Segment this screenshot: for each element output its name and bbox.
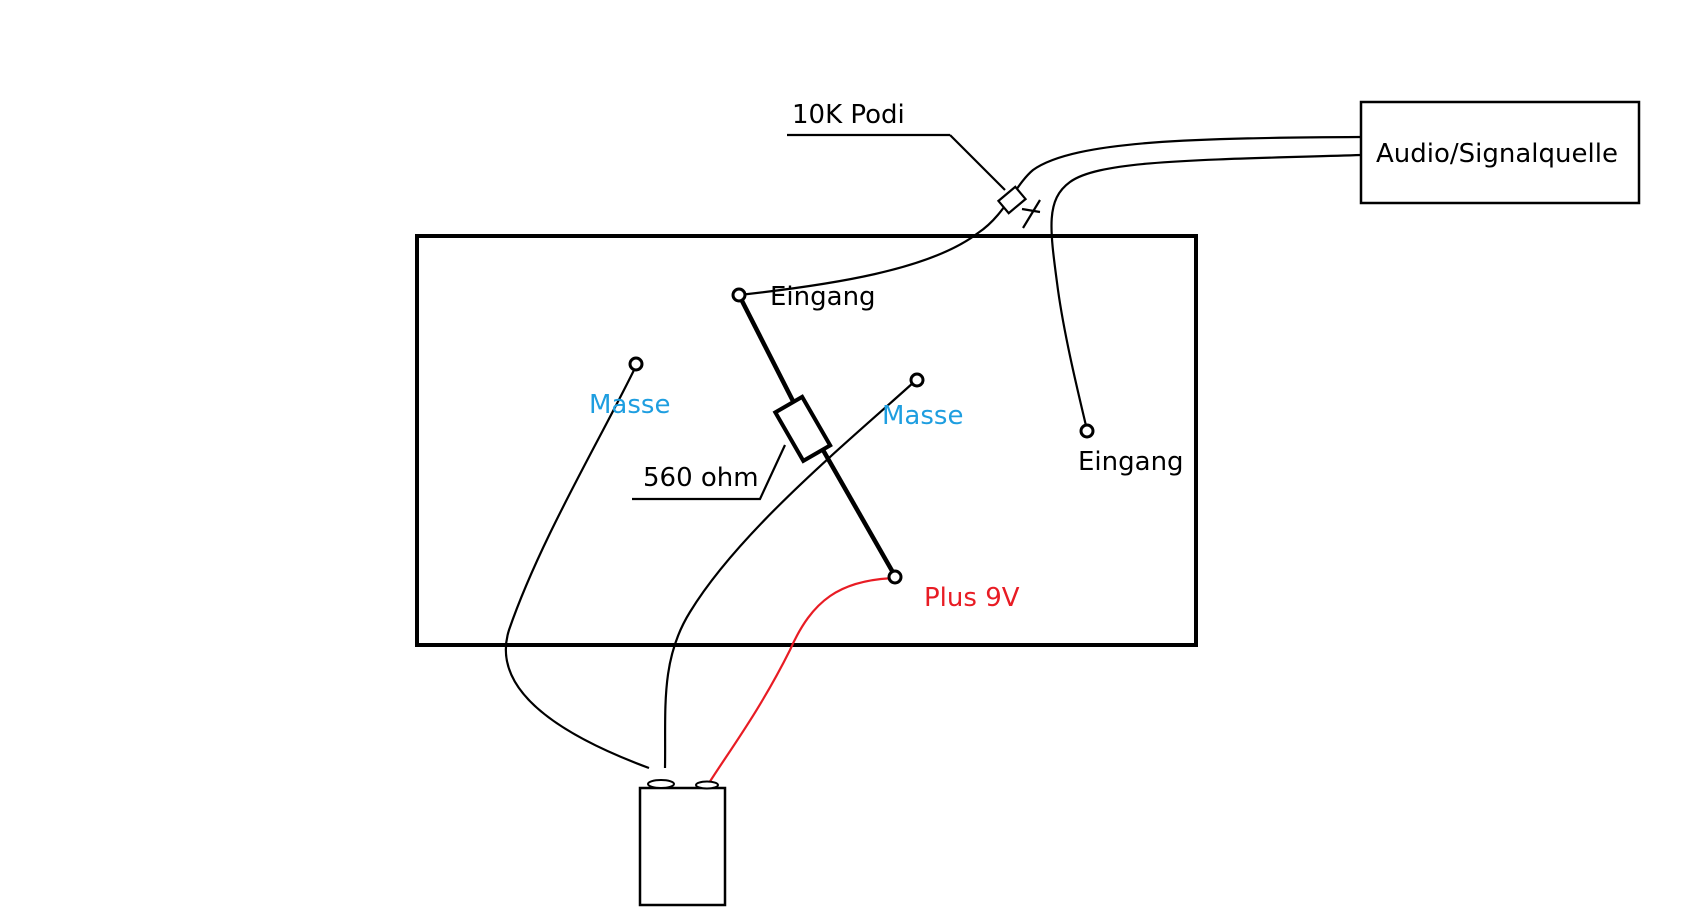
return-wire	[1050, 153, 1362, 431]
plus-wire	[708, 576, 896, 784]
audio-source-label: Audio/Signalquelle	[1376, 139, 1618, 169]
input-terminal-right	[1079, 423, 1095, 439]
resistor-leg-bottom	[821, 448, 897, 578]
input-terminal-left	[731, 287, 747, 303]
potentiometer-symbol	[787, 133, 1041, 229]
plus-terminal	[887, 569, 903, 585]
ground-terminal-left	[628, 356, 644, 372]
input-label-left: Eingang	[770, 282, 876, 312]
battery-terminal-negative	[647, 779, 675, 789]
resistor-leg-top	[736, 293, 798, 407]
resistor-label: 560 ohm	[643, 463, 759, 493]
signal-wire	[738, 135, 1362, 297]
ground-terminal-right	[909, 372, 925, 388]
resistor-body	[772, 394, 833, 464]
ground-wire-left	[504, 365, 650, 770]
ground-label-left: Masse	[589, 390, 670, 420]
resistor-label-leader	[632, 444, 786, 501]
circuit-board	[415, 234, 1198, 647]
input-label-right: Eingang	[1078, 447, 1184, 477]
ground-label-right: Masse	[882, 401, 963, 431]
battery-terminal-positive	[695, 780, 719, 790]
ground-wire-right	[663, 381, 915, 769]
poti-label: 10K Podi	[792, 100, 905, 130]
audio-source-box	[1359, 100, 1641, 205]
plus-label: Plus 9V	[924, 583, 1020, 613]
battery-body	[638, 786, 727, 907]
